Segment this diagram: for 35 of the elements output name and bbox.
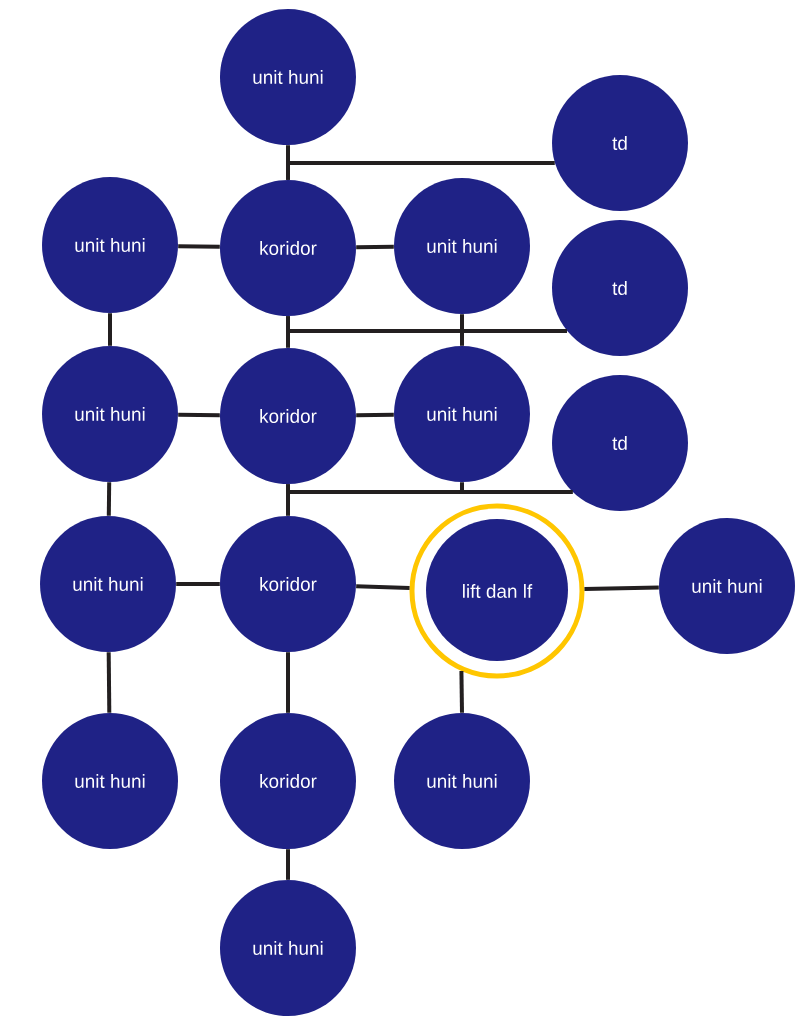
connector-line — [106, 482, 112, 516]
circle-node: unit huni — [659, 518, 795, 654]
connector-line — [584, 585, 659, 592]
circle-node: unit huni — [42, 713, 178, 849]
connector-line — [178, 412, 220, 418]
circle-node: td — [552, 75, 688, 211]
connector-line — [356, 584, 410, 591]
circle-node: unit huni — [220, 9, 356, 145]
circle-node: unit huni — [394, 713, 530, 849]
connector-line — [460, 482, 573, 495]
circle-node: unit huni — [394, 346, 530, 482]
connector-line — [106, 652, 112, 713]
connector-line — [286, 484, 290, 516]
circle-node: td — [552, 220, 688, 356]
connector-line — [286, 160, 555, 180]
connector-line — [460, 314, 464, 346]
circle-node: td — [552, 375, 688, 511]
connector-line — [176, 582, 220, 586]
circle-node: koridor — [220, 516, 356, 652]
circle-node: unit huni — [220, 880, 356, 1016]
connector-line — [459, 670, 464, 713]
circle-node: unit huni — [394, 178, 530, 314]
connector-line — [286, 849, 290, 880]
circle-node: koridor — [220, 180, 356, 316]
connector-line — [356, 244, 394, 250]
connector-line — [286, 652, 290, 713]
connector-line — [178, 244, 220, 249]
connector-line — [286, 316, 290, 348]
circle-node: koridor — [220, 713, 356, 849]
circle-node: koridor — [220, 348, 356, 484]
circle-node: unit huni — [40, 516, 176, 652]
connector-line — [108, 313, 112, 346]
connector-line — [356, 412, 394, 418]
circle-node: unit huni — [42, 346, 178, 482]
circle-node: unit huni — [42, 177, 178, 313]
